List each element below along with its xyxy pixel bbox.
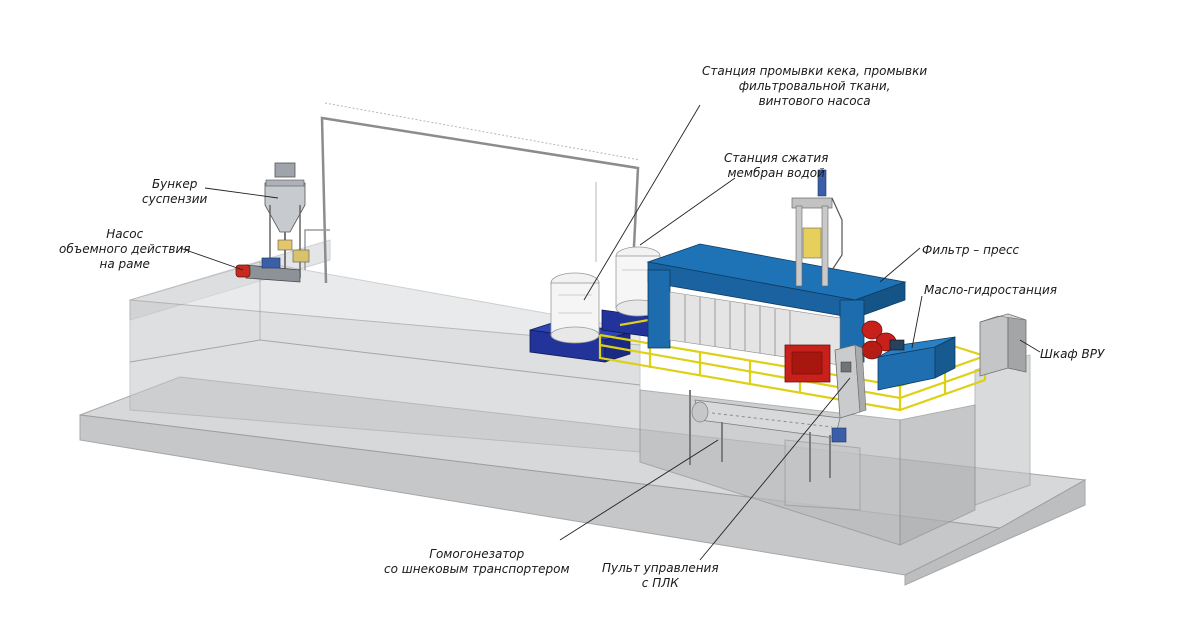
label-vru-cabinet-line1: Шкаф ВРУ	[1040, 347, 1105, 361]
label-membrane-station: Станция сжатия мембран водой	[724, 151, 828, 181]
filter-press	[646, 169, 907, 383]
label-bunker-line1: Бункер	[151, 177, 198, 191]
label-homogenizer: Гомогонезатор со шнековым транспортером	[384, 547, 570, 577]
label-filter-press: Фильтр – пресс	[922, 243, 1019, 258]
label-control-panel-line2: с ПЛК	[641, 576, 679, 590]
homogenizer-conveyor	[689, 390, 847, 482]
hydraulic-station	[877, 336, 956, 391]
vru-cabinet	[979, 313, 1027, 377]
label-homogenizer-line1: Гомогонезатор	[429, 547, 525, 561]
label-control-panel-line1: Пульт управления	[602, 561, 719, 575]
label-filter-press-line1: Фильтр – пресс	[922, 243, 1020, 257]
label-pump-line2: объемного действия	[59, 242, 191, 256]
label-hydraulic-station-line1: Масло-гидростанция	[924, 283, 1057, 297]
volumetric-pump	[235, 257, 301, 283]
control-panel	[834, 344, 867, 419]
label-wash-station-line2: фильтровальной ткани,	[738, 79, 891, 93]
label-wash-station: Станция промывки кека, промывки фильтров…	[702, 64, 927, 109]
foundation	[79, 239, 1087, 586]
label-pump-line1: Насос	[106, 227, 144, 241]
label-bunker-line2: суспензии	[142, 192, 208, 206]
label-wash-station-line3: винтового насоса	[758, 94, 871, 108]
label-membrane-station-line2: мембран водой	[727, 166, 825, 180]
label-control-panel: Пульт управления с ПЛК	[602, 561, 719, 591]
overhead-pipe	[304, 102, 641, 286]
platform-railing	[598, 316, 987, 412]
label-membrane-station-line1: Станция сжатия	[724, 151, 829, 165]
label-pump-line3: на раме	[99, 257, 150, 271]
label-pump: Насос объемного действия на раме	[59, 227, 190, 272]
label-vru-cabinet: Шкаф ВРУ	[1040, 347, 1104, 362]
label-wash-station-line1: Станция промывки кека, промывки	[702, 64, 928, 78]
suspension-bunker	[264, 162, 310, 278]
label-homogenizer-line2: со шнековым транспортером	[384, 562, 570, 576]
label-bunker: Бункер суспензии	[142, 177, 207, 207]
label-hydraulic-station: Масло-гидростанция	[924, 283, 1057, 298]
wash-station	[529, 272, 631, 363]
leader-lines	[179, 104, 1041, 561]
